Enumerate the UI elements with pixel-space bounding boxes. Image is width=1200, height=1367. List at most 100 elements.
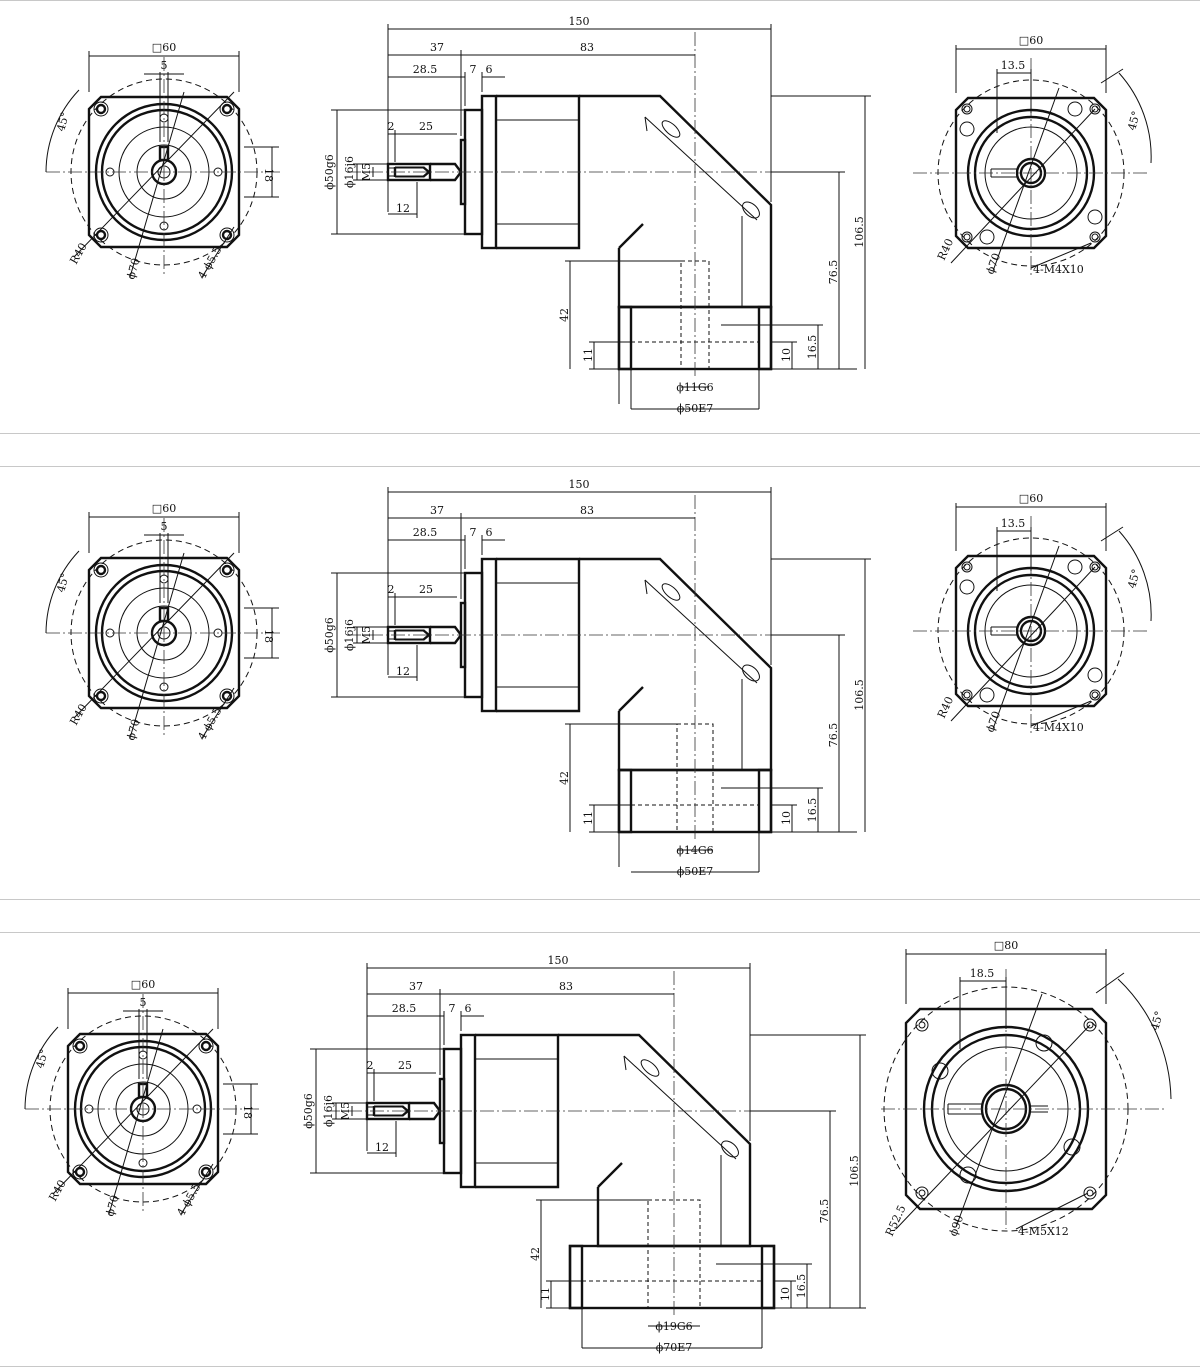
side-d28-label: 28.5 (392, 1002, 417, 1015)
side-h11-label: 11 (539, 1287, 552, 1301)
side-h76-label: 76.5 (827, 260, 840, 285)
side-flange-label: ϕ70E7 (656, 1341, 693, 1354)
front-view: □60 5 45° 18 R40 ϕ70 4-ϕ5.5 (24, 978, 261, 1219)
side-d28-label: 28.5 (413, 526, 438, 539)
side-d12-label: 12 (375, 1141, 389, 1154)
side-h76-label: 76.5 (818, 1199, 831, 1224)
side-total-label: 150 (548, 954, 569, 967)
side-thread-label: M5 (339, 1102, 352, 1120)
side-h42-label: 42 (558, 771, 571, 785)
front-dia-label: ϕ70 (103, 1194, 121, 1218)
front-key-label: 5 (161, 520, 168, 533)
side-flange-label: ϕ50E7 (677, 402, 714, 415)
front-dia-label: ϕ70 (124, 257, 142, 281)
rear-square-label: □80 (994, 939, 1018, 952)
rear-square-label: □60 (1019, 492, 1043, 505)
front-key-label: 5 (140, 996, 147, 1009)
side-d25-label: 25 (398, 1059, 412, 1072)
side-d83-label: 83 (580, 504, 594, 517)
front-height-label: 18 (262, 629, 275, 643)
side-bore-label: ϕ19G6 (655, 1320, 692, 1333)
drawing-panel-3: □60 5 45° 18 R40 ϕ70 4-ϕ5.5 (0, 932, 1200, 1367)
rear-radius-label: R40 (935, 695, 956, 721)
side-h106-label: 106.5 (848, 1155, 861, 1187)
front-view: □60 5 45° 18 R40 ϕ70 4-ϕ5.5 (45, 41, 282, 282)
side-pilot-label: ϕ50g6 (323, 154, 336, 190)
side-h10-label: 10 (779, 1287, 792, 1301)
side-d25-label: 25 (419, 120, 433, 133)
front-square-label: □60 (131, 978, 155, 991)
rear-key-label: 18.5 (970, 967, 995, 980)
side-thread-label: M5 (360, 163, 373, 181)
side-total-label: 150 (569, 15, 590, 28)
side-d2-label: 2 (388, 120, 395, 133)
front-height-label: 18 (241, 1105, 254, 1119)
front-angle-label: 45° (33, 1048, 51, 1070)
side-d2-label: 2 (367, 1059, 374, 1072)
side-total-label: 150 (569, 478, 590, 491)
front-square-label: □60 (152, 502, 176, 515)
side-h10-label: 10 (780, 811, 793, 825)
drawing-svg-1: □60 5 45° 18 R40 ϕ70 4-ϕ5.5 (45, 15, 1152, 415)
rear-holes-label: 4-M5X12 (1018, 1225, 1069, 1238)
side-shaft-label: ϕ16j6 (322, 1095, 335, 1127)
front-square-label: □60 (152, 41, 176, 54)
side-view: 150 37 83 28.5 7 6 2 25 12 ϕ50g6 ϕ16j6 M… (302, 954, 866, 1354)
side-d12-label: 12 (396, 665, 410, 678)
side-d7-label: 7 (470, 63, 477, 76)
side-view: 150 37 83 28.5 7 6 2 25 12 ϕ50g6 ϕ16j6 M… (323, 478, 871, 878)
front-angle-label: 45° (54, 572, 72, 594)
side-h16-label: 16.5 (806, 335, 819, 360)
side-shaft-label: ϕ16j6 (343, 619, 356, 651)
front-view: □60 5 45° 18 R40 ϕ70 4-ϕ5.5 (45, 502, 282, 743)
side-d7-label: 7 (449, 1002, 456, 1015)
side-d6-label: 6 (465, 1002, 472, 1015)
rear-key-label: 13.5 (1001, 59, 1026, 72)
side-h106-label: 106.5 (853, 216, 866, 248)
side-h11-label: 11 (582, 811, 595, 825)
side-bore-label: ϕ14G6 (676, 844, 713, 857)
side-h16-label: 16.5 (806, 798, 819, 823)
side-h11-label: 11 (582, 348, 595, 362)
front-holes-label: 4-ϕ5.5 (174, 1181, 203, 1218)
side-d37-label: 37 (430, 504, 444, 517)
side-h16-label: 16.5 (795, 1274, 808, 1299)
front-key-label: 5 (161, 59, 168, 72)
side-h76-label: 76.5 (827, 723, 840, 748)
rear-view: □60 13.5 45° R40 ϕ70 4-M4X10 (913, 34, 1152, 278)
side-flange-label: ϕ50E7 (677, 865, 714, 878)
side-h42-label: 42 (529, 1247, 542, 1261)
front-angle-label: 45° (54, 111, 72, 133)
side-d37-label: 37 (409, 980, 423, 993)
side-d12-label: 12 (396, 202, 410, 215)
rear-radius-label: R40 (935, 237, 956, 263)
drawing-panel-1: □60 5 45° 18 R40 ϕ70 4-ϕ5.5 (0, 0, 1200, 434)
rear-angle-label: 45° (1125, 568, 1143, 590)
side-shaft-label: ϕ16j6 (343, 156, 356, 188)
side-thread-label: M5 (360, 626, 373, 644)
drawing-svg-2: □60 5 45° 18 R40 ϕ70 4-ϕ5.5 (45, 478, 1152, 878)
side-h10-label: 10 (780, 348, 793, 362)
side-d6-label: 6 (486, 63, 493, 76)
drawing-svg-3: □60 5 45° 18 R40 ϕ70 4-ϕ5.5 (24, 939, 1172, 1354)
side-d83-label: 83 (559, 980, 573, 993)
rear-square-label: □60 (1019, 34, 1043, 47)
drawing-panel-2: □60 5 45° 18 R40 ϕ70 4-ϕ5.5 (0, 466, 1200, 900)
side-d83-label: 83 (580, 41, 594, 54)
side-d2-label: 2 (388, 583, 395, 596)
rear-angle-label: 45° (1148, 1010, 1166, 1032)
side-bore-label: ϕ11G6 (676, 381, 713, 394)
front-holes-label: 4-ϕ5.5 (195, 244, 224, 281)
front-dia-label: ϕ70 (124, 718, 142, 742)
side-pilot-label: ϕ50g6 (302, 1093, 315, 1129)
rear-holes-label: 4-M4X10 (1033, 721, 1084, 734)
side-d25-label: 25 (419, 583, 433, 596)
side-d6-label: 6 (486, 526, 493, 539)
side-d7-label: 7 (470, 526, 477, 539)
rear-view: □80 18.5 45° R52.5 ϕ90 4-M5X12 (881, 939, 1172, 1238)
rear-key-label: 13.5 (1001, 517, 1026, 530)
rear-radius-label: R52.5 (883, 1203, 909, 1238)
front-holes-label: 4-ϕ5.5 (195, 705, 224, 742)
side-pilot-label: ϕ50g6 (323, 617, 336, 653)
rear-view: □60 13.5 45° R40 ϕ70 4-M4X10 (913, 492, 1152, 736)
